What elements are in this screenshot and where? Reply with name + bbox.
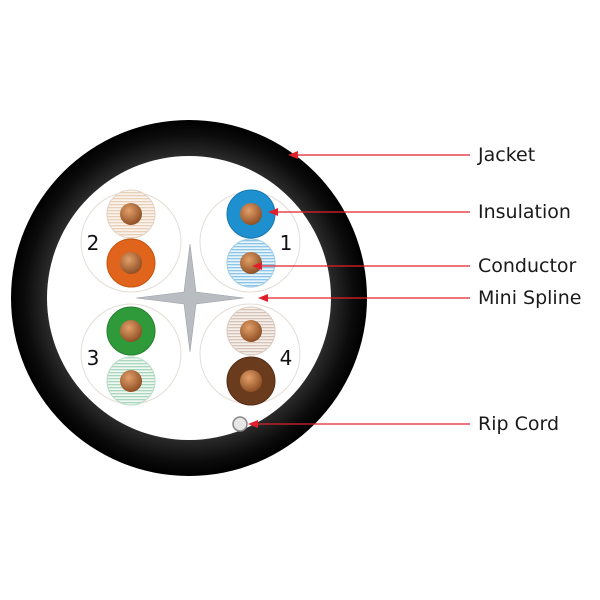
- label-mini-spline: Mini Spline: [478, 287, 582, 309]
- wire-green-white-conductor: [120, 370, 142, 392]
- callout-arrow-rip-cord: [248, 420, 258, 428]
- pair-4-wires: [226, 306, 276, 406]
- wire-blue-white-conductor: [240, 252, 262, 274]
- callout-arrow-mini-spline: [258, 294, 268, 302]
- wire-blue-conductor: [240, 203, 262, 225]
- pair-number-4: 4: [279, 346, 293, 370]
- pair-number-3: 3: [86, 346, 100, 370]
- label-insulation: Insulation: [478, 201, 571, 223]
- pair-number-2: 2: [86, 231, 100, 255]
- label-conductor: Conductor: [478, 255, 577, 277]
- pair-2-wires: [106, 189, 156, 288]
- mini-spline: [135, 243, 245, 353]
- callout-arrow-insulation: [268, 208, 278, 216]
- pair-1-wires: [226, 189, 276, 288]
- pair-number-1: 1: [279, 231, 293, 255]
- wire-brown-white-conductor: [240, 320, 262, 342]
- rip-cord: [232, 416, 248, 432]
- wire-orange-white-conductor: [120, 203, 142, 225]
- label-rip-cord: Rip Cord: [478, 413, 560, 435]
- callout-lines: [248, 151, 470, 428]
- pair-3-wires: [106, 306, 156, 406]
- callout-arrow-jacket: [288, 151, 298, 159]
- wire-green-conductor: [120, 320, 142, 342]
- label-jacket: Jacket: [478, 144, 536, 166]
- wire-orange-conductor: [120, 252, 142, 274]
- callout-arrow-conductor: [252, 262, 262, 270]
- wire-brown-conductor: [240, 370, 262, 392]
